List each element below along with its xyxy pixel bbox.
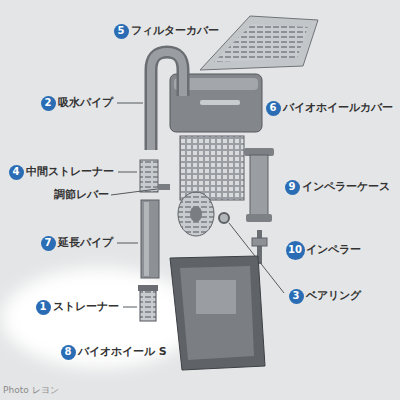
callout-text: 9 xyxy=(289,182,296,192)
callout-number: 10 xyxy=(286,241,305,260)
cover-logo xyxy=(200,100,240,105)
impeller-case xyxy=(250,155,268,221)
part-name: 中間ストレーナー xyxy=(26,165,114,179)
impeller-blades xyxy=(252,238,267,246)
intake-pipe-face xyxy=(151,52,183,150)
part-name: ベアリング xyxy=(306,289,361,303)
part-name: バイオホイール S xyxy=(78,345,167,359)
callout-number: 1 xyxy=(36,300,51,315)
callout-number: 8 xyxy=(61,345,76,360)
biowheel xyxy=(178,192,214,236)
callout-text: 6 xyxy=(270,103,277,113)
callout-number: 4 xyxy=(9,165,24,180)
part-name: 延長パイプ xyxy=(58,236,113,250)
extension-pipe xyxy=(141,200,159,278)
case-base xyxy=(246,214,272,222)
callout-number: 2 xyxy=(41,96,56,111)
highlight xyxy=(2,268,198,368)
strainer xyxy=(140,287,156,321)
part-name: フィルターカバー xyxy=(131,24,219,38)
pipe-shine xyxy=(144,202,149,276)
housing-wheel-seat xyxy=(196,280,236,314)
callout-text: 1 xyxy=(40,302,47,312)
filter-housing xyxy=(170,256,265,370)
callout-text: 5 xyxy=(118,26,125,36)
biowheel-hub xyxy=(190,206,202,222)
part-name: インペラー xyxy=(306,243,361,257)
callout-number: 9 xyxy=(285,180,300,195)
callout-number: 3 xyxy=(289,289,304,304)
middle-strainer xyxy=(140,160,158,192)
filter-cartridge xyxy=(180,136,244,200)
part-name: 調節レバー xyxy=(54,188,109,202)
callout-text: 2 xyxy=(45,98,52,108)
part-name: ストレーナー xyxy=(53,300,119,314)
callout-text: 3 xyxy=(293,291,300,301)
cover-slots xyxy=(214,24,308,62)
callout-text: 10 xyxy=(288,245,302,255)
callout-text: 8 xyxy=(65,347,72,357)
strainer-cap xyxy=(138,285,158,291)
callout-number: 7 xyxy=(41,236,56,251)
leader-lines xyxy=(111,103,284,307)
watermark: Photo レヨン xyxy=(3,383,59,397)
callout-text: 7 xyxy=(45,238,52,248)
callout-number: 5 xyxy=(114,24,129,39)
bearing xyxy=(219,213,229,223)
intake-pipe xyxy=(151,52,183,150)
housing-inner xyxy=(180,266,254,360)
callout-number: 6 xyxy=(266,101,281,116)
callout-text: 4 xyxy=(13,167,20,177)
part-name: バイオホイールカバー xyxy=(283,101,393,115)
part-name: インペラーケース xyxy=(302,180,390,194)
adjust-lever xyxy=(158,184,170,190)
part-name: 吸水パイプ xyxy=(58,96,113,110)
